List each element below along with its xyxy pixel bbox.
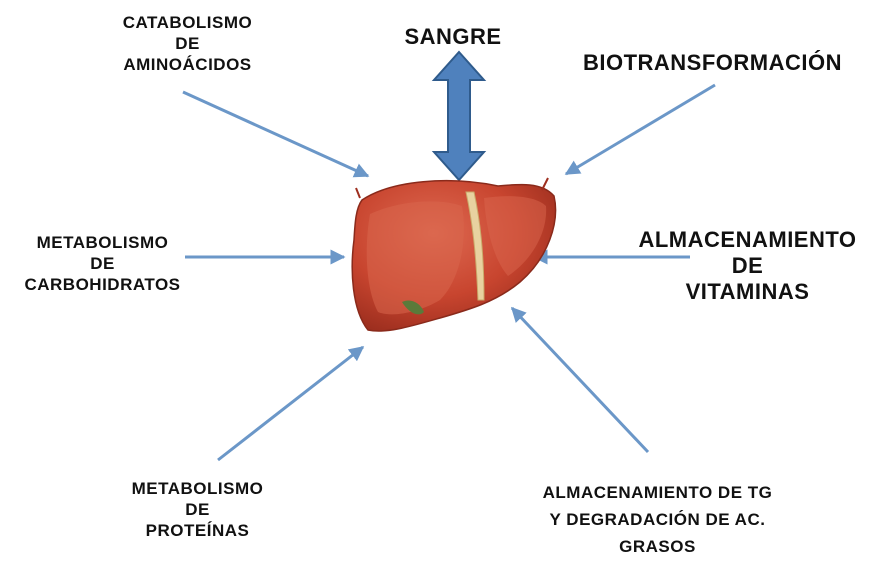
arrow-proteinas (217, 345, 365, 462)
label-sangre: SANGRE (404, 24, 502, 49)
label-biotransformacion: BIOTRANSFORMACIÓN (582, 50, 843, 75)
liver-illustration (351, 177, 557, 332)
arrow-catabolismo (182, 90, 370, 178)
label-metabolismo-proteinas: METABOLISMO DE PROTEÍNAS (131, 479, 264, 540)
label-catabolismo-aminoacidos: CATABOLISMO DE AMINOÁCIDOS (122, 13, 253, 74)
arrow-trigliceridos (510, 306, 650, 454)
arrow-biotransformacion (564, 83, 716, 176)
double-arrow-sangre (431, 50, 487, 182)
label-almacenamiento-tg: ALMACENAMIENTO DE TG Y DEGRADACIÓN DE AC… (542, 483, 773, 556)
label-metabolismo-carbohidratos: METABOLISMO DE CARBOHIDRATOS (24, 233, 181, 294)
label-almacenamiento-vitaminas: ALMACENAMIENTO DE VITAMINAS (638, 227, 857, 304)
